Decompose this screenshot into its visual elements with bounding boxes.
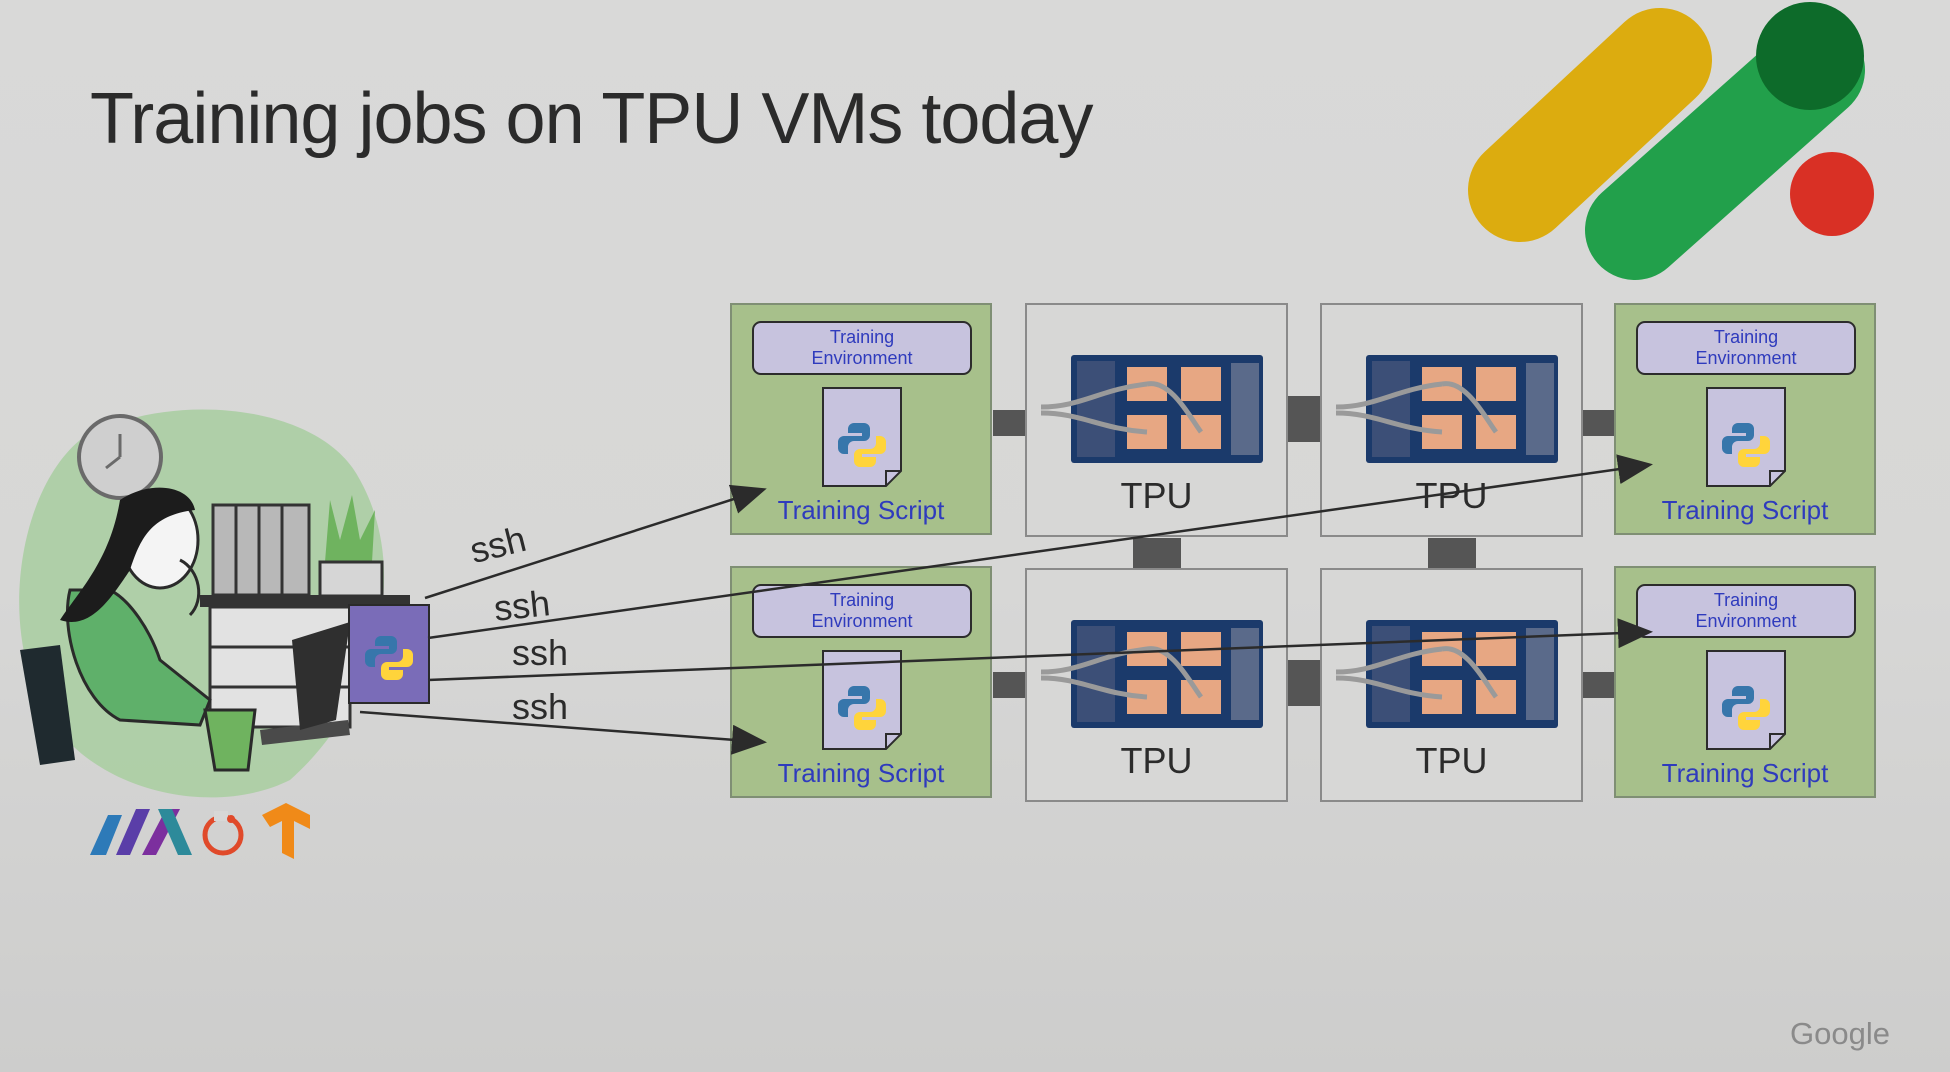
interconnect-link <box>1583 410 1615 436</box>
host-vm: Training Environment Training Script <box>730 566 992 798</box>
tpu-label: TPU <box>1120 740 1193 781</box>
env-label-line2: Environment <box>811 611 913 631</box>
python-file-icon <box>822 650 902 750</box>
env-label-line2: Environment <box>811 348 913 368</box>
training-script-label: Training Script <box>1661 495 1829 525</box>
interconnect-link <box>1288 660 1320 706</box>
training-environment-box: Training Environment <box>752 321 972 375</box>
env-label-line2: Environment <box>1695 611 1797 631</box>
python-file-icon <box>822 387 902 487</box>
slide-title: Training jobs on TPU VMs today <box>90 79 1093 159</box>
env-label-line1: Training <box>829 327 895 347</box>
brand-logo <box>1468 2 1874 280</box>
training-script-label: Training Script <box>777 495 945 525</box>
interconnect-link <box>993 672 1025 698</box>
interconnect-link <box>993 410 1025 436</box>
jax-logo <box>90 809 192 855</box>
interconnect-link <box>1583 672 1615 698</box>
tpu-cell: TPU <box>1025 303 1288 537</box>
framework-logos <box>90 803 310 859</box>
tensorflow-logo <box>262 803 310 859</box>
env-label-line1: Training <box>1713 590 1779 610</box>
ssh-arrow <box>427 618 1653 682</box>
training-environment-box: Training Environment <box>752 584 972 638</box>
env-label-line1: Training <box>1713 327 1779 347</box>
pytorch-logo <box>202 811 244 856</box>
developer-illustration <box>19 409 430 798</box>
google-wordmark: Google <box>1790 1016 1890 1051</box>
ssh-label: ssh <box>491 582 552 629</box>
env-label-line1: Training <box>829 590 895 610</box>
python-file-icon <box>1706 387 1786 487</box>
ssh-arrow <box>424 484 767 600</box>
ssh-label: ssh <box>512 686 569 727</box>
host-vm: Training Environment Training Script <box>1614 303 1876 535</box>
tpu-cell: TPU <box>1320 303 1583 537</box>
training-script-label: Training Script <box>777 758 945 788</box>
interconnect-link <box>1288 396 1320 442</box>
interconnect-link <box>1428 538 1476 568</box>
python-file-icon <box>1706 650 1786 750</box>
tpu-label: TPU <box>1120 475 1193 516</box>
training-environment-box: Training Environment <box>1636 584 1856 638</box>
tpu-cell: TPU <box>1025 568 1288 802</box>
host-vm: Training Environment Training Script <box>1614 566 1876 798</box>
tpu-label: TPU <box>1415 740 1488 781</box>
tpu-board-image <box>1041 355 1263 463</box>
training-script-label: Training Script <box>1661 758 1829 788</box>
ssh-arrow <box>359 710 767 755</box>
training-environment-box: Training Environment <box>1636 321 1856 375</box>
env-label-line2: Environment <box>1695 348 1797 368</box>
tpu-board-image <box>1336 355 1558 463</box>
ssh-label: ssh <box>512 632 569 673</box>
host-vm: Training Environment Training Script <box>730 303 992 535</box>
interconnect-link <box>1133 538 1181 568</box>
ssh-arrow <box>427 454 1653 640</box>
